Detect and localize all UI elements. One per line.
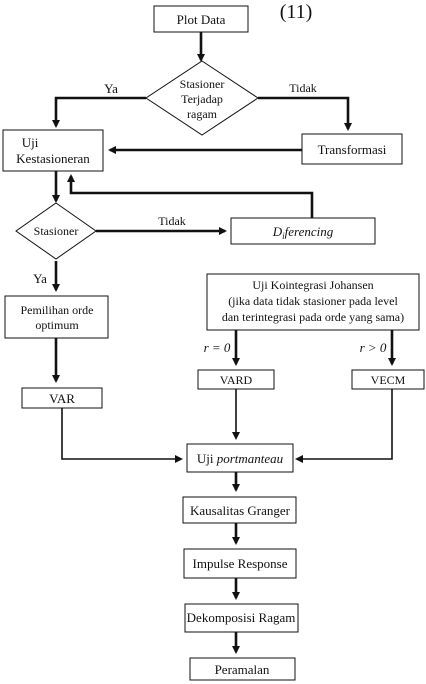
node-transformasi-label: Transformasi — [318, 142, 387, 157]
node-kointegrasi-line3: dan terintegrasi pada orde yang sama) — [222, 310, 404, 324]
decision-ragam-line3: ragam — [187, 107, 218, 121]
differencing-prefix: D — [272, 224, 283, 239]
node-uji-line1: Uji — [22, 135, 39, 150]
decision-stasioner-label: Stasioner — [34, 224, 79, 238]
node-uji-line2: Kestasioneran — [16, 151, 90, 166]
edge-ya-uji — [52, 96, 146, 128]
node-pemilihan-line2: optimum — [35, 318, 79, 332]
node-vecm: VECM — [351, 369, 425, 390]
label-ya-mid: Ya — [33, 271, 47, 286]
edge-differencing-uji — [67, 174, 314, 218]
portmanteau-italic: portmanteau — [216, 451, 284, 466]
node-differencing: Diferencing — [230, 217, 376, 245]
edge-var-portmanteau — [61, 408, 183, 463]
node-var-label: VAR — [49, 391, 75, 406]
node-uji-kestasioneran: Uji Kestasioneran — [2, 129, 104, 172]
edge-tidak-transformasi — [258, 96, 352, 131]
node-pemilihan-orde: Pemilihan orde optimum — [4, 295, 109, 339]
decision-stasioner-ragam: Stasioner Terjadap ragam — [145, 60, 259, 136]
node-kointegrasi-johansen: Uji Kointegrasi Johansen (jika data tida… — [206, 273, 420, 331]
equation-number: (11) — [280, 1, 313, 23]
label-tidak-top: Tidak — [289, 81, 317, 95]
node-vard: VARD — [197, 369, 275, 390]
node-vard-label: VARD — [220, 373, 253, 387]
node-differencing-label: Diferencing — [272, 224, 334, 241]
node-var: VAR — [21, 387, 103, 409]
node-portmanteau-label: Uji portmanteau — [197, 451, 284, 466]
node-plot-data-label: Plot Data — [177, 12, 226, 27]
node-impulse-response: Impulse Response — [183, 548, 297, 579]
node-transformasi: Transformasi — [301, 133, 403, 165]
node-impulse-label: Impulse Response — [193, 556, 288, 571]
differencing-subscript: i — [282, 231, 285, 241]
decision-ragam-line2: Terjadap — [181, 92, 223, 106]
node-uji-portmanteau: Uji portmanteau — [186, 443, 294, 473]
label-tidak-mid: Tidak — [158, 214, 186, 228]
differencing-suffix: ferencing — [285, 224, 334, 239]
label-ya-top: Ya — [104, 81, 118, 96]
decision-stasioner: Stasioner — [15, 202, 97, 260]
node-dekomposisi-ragam: Dekomposisi Ragam — [184, 603, 299, 633]
label-r-gt-0: r > 0 — [360, 340, 387, 355]
label-r-eq-0: r = 0 — [204, 340, 231, 355]
edge-vecm-portmanteau — [295, 389, 393, 463]
node-kointegrasi-line2: (jika data tidak stasioner pada level — [228, 294, 398, 308]
node-pemilihan-line1: Pemilihan orde — [21, 303, 94, 317]
node-kointegrasi-line1: Uji Kointegrasi Johansen — [252, 278, 373, 292]
node-dekomposisi-label: Dekomposisi Ragam — [187, 610, 296, 625]
portmanteau-plain: Uji — [197, 451, 214, 466]
decision-ragam-line1: Stasioner — [180, 77, 225, 91]
node-plot-data: Plot Data — [153, 5, 249, 33]
node-kausalitas-label: Kausalitas Granger — [190, 503, 291, 518]
node-peramalan: Peramalan — [189, 657, 296, 681]
node-kausalitas-granger: Kausalitas Granger — [182, 496, 297, 524]
node-vecm-label: VECM — [371, 373, 406, 387]
node-peramalan-label: Peramalan — [215, 662, 270, 677]
